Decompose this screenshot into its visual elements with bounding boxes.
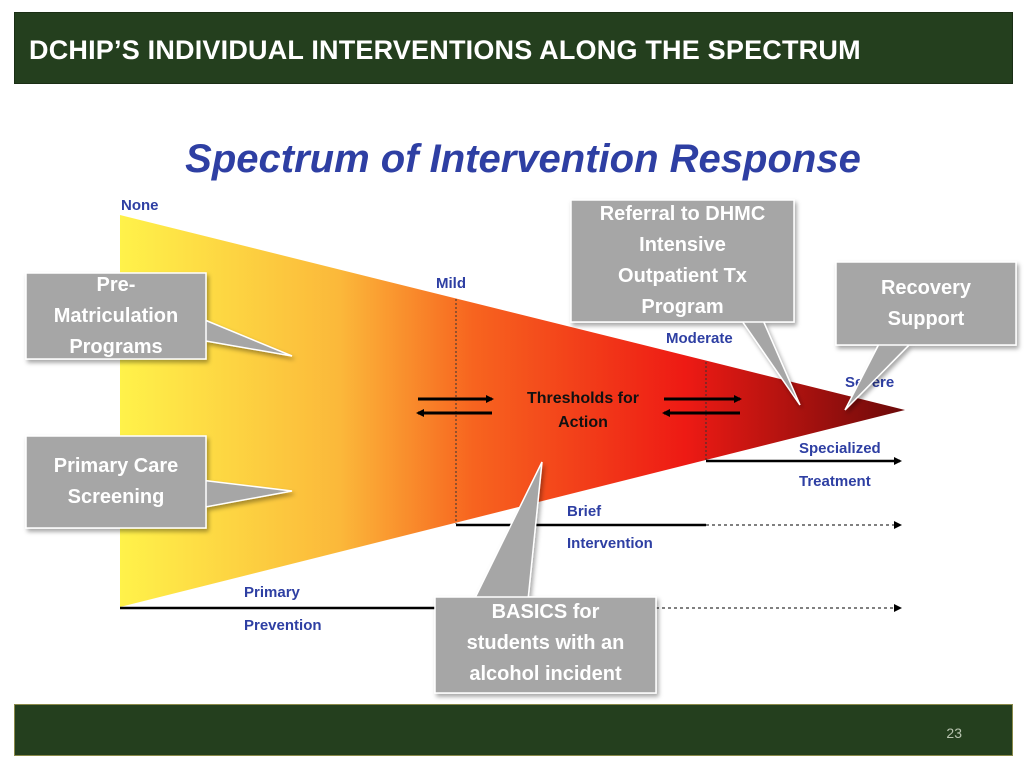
- slide-header: DCHIP’S INDIVIDUAL INTERVENTIONS ALONG T…: [14, 12, 1013, 84]
- diagram-title: Spectrum of Intervention Response: [185, 137, 861, 181]
- primary-label-line2: Prevention: [244, 617, 322, 634]
- callout-prematriculation: [25, 272, 293, 360]
- brief-label-line2: Intervention: [567, 535, 653, 552]
- callout-recovery: [835, 261, 1017, 411]
- spectrum-wedge: [120, 215, 905, 607]
- level-moderate-label: Moderate: [666, 330, 733, 347]
- brief-label-line1: Brief: [567, 503, 602, 520]
- right-threshold-arrows: [662, 395, 742, 417]
- thresholds-label-line2: Action: [558, 414, 608, 431]
- callout-recovery-text: Recovery Support: [880, 277, 972, 330]
- callout-referral-text: Referral to DHMC Intensive Outpatient Tx…: [599, 203, 766, 318]
- specialized-label-line2: Treatment: [799, 473, 871, 490]
- level-none-label: None: [121, 197, 159, 214]
- slide-footer: 23: [14, 704, 1013, 756]
- callout-basics: [434, 461, 657, 694]
- level-mild-label: Mild: [436, 275, 466, 292]
- callout-primary-care-text: Primary Care Screening: [53, 455, 179, 508]
- specialized-label-line1: Specialized: [799, 440, 881, 457]
- slide-title: DCHIP’S INDIVIDUAL INTERVENTIONS ALONG T…: [29, 35, 861, 65]
- callout-prematriculation-text: Pre- Matriculation Programs: [53, 274, 179, 358]
- left-threshold-arrows: [416, 395, 494, 417]
- thresholds-label-line1: Thresholds for: [527, 390, 639, 407]
- primary-label-line1: Primary: [244, 584, 301, 601]
- page-number: 23: [946, 725, 962, 741]
- callout-basics-text: BASICS for students with an alcohol inci…: [466, 601, 625, 685]
- callout-primary-care: [25, 435, 293, 529]
- callout-referral: [570, 199, 801, 406]
